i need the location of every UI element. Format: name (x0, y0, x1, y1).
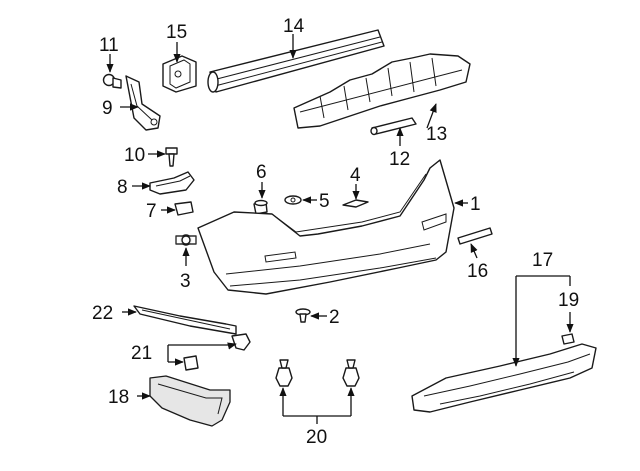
callout-12: 12 (389, 149, 410, 170)
lower-spoiler-part (411, 343, 597, 413)
clip-10-part (165, 147, 178, 167)
callout-5: 5 (319, 191, 330, 212)
callout-16: 16 (467, 261, 488, 282)
fasteners-part (275, 359, 360, 387)
clips-part (183, 333, 251, 371)
callout-10: 10 (124, 145, 145, 166)
callout-1: 1 (470, 194, 481, 215)
callout-20: 20 (306, 427, 327, 448)
callout-3: 3 (180, 271, 191, 292)
push-clip-part (295, 308, 311, 323)
callout-8: 8 (117, 177, 128, 198)
callout-17: 17 (532, 250, 553, 271)
reflector-assembly-part (149, 375, 231, 427)
leader-lines (106, 34, 574, 424)
pad-part (370, 117, 417, 136)
side-retainer-part (125, 75, 161, 131)
callout-22: 22 (92, 303, 113, 324)
callout-15: 15 (166, 22, 187, 43)
clip-3-part (175, 234, 197, 246)
molding-part (133, 305, 237, 335)
callout-19: 19 (558, 290, 579, 311)
callout-6: 6 (256, 162, 267, 183)
reflector-16-part (457, 227, 493, 245)
reinforcement-part (342, 199, 369, 208)
energy-absorber-part (293, 53, 471, 129)
callout-7: 7 (146, 201, 157, 222)
nut-6-part (253, 199, 268, 215)
callout-18: 18 (108, 387, 129, 408)
callout-11: 11 (99, 35, 119, 56)
callout-labels: 14 15 11 9 10 8 7 3 6 5 4 1 13 12 16 2 2… (92, 16, 579, 448)
clip-7-part (174, 201, 194, 216)
callout-13: 13 (426, 124, 447, 145)
callout-14: 14 (283, 16, 305, 37)
retainer-part (284, 195, 302, 205)
callout-2: 2 (329, 307, 340, 328)
nut-part (102, 73, 122, 89)
callout-4: 4 (350, 165, 361, 186)
bumper-cover-part (197, 159, 455, 295)
side-bracket-part (149, 171, 195, 195)
impact-bar-part (207, 29, 385, 93)
callout-9: 9 (102, 98, 113, 119)
clip-19-part (561, 333, 575, 345)
callout-21: 21 (131, 343, 152, 364)
bracket-part (162, 55, 197, 93)
